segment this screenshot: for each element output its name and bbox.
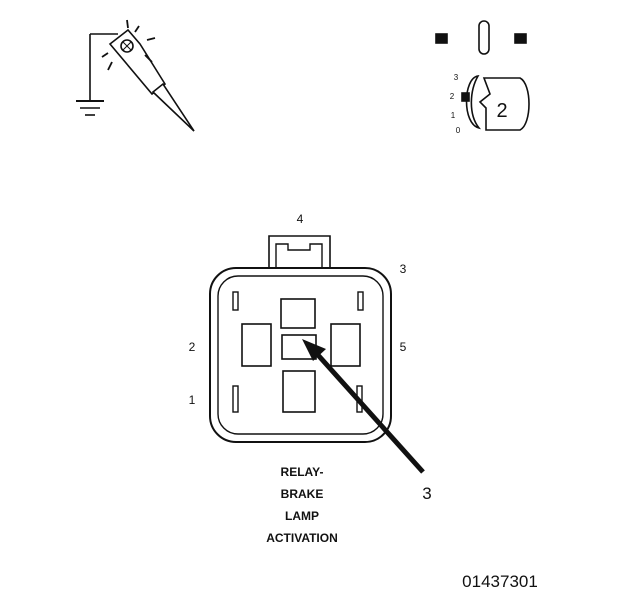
cavity-label-4: 4	[297, 212, 304, 226]
ignition-position-0: 0	[456, 126, 461, 135]
ignition-switch-icon	[435, 20, 530, 131]
cavity-label-5: 5	[400, 340, 407, 354]
ignition-position-1: 1	[451, 111, 456, 120]
key-cylinder	[465, 74, 482, 130]
test-light-icon	[76, 19, 195, 132]
title-line-2: BRAKE	[281, 487, 324, 501]
cavity-5-right	[330, 323, 361, 367]
cavity-label-3: 3	[400, 262, 407, 276]
corner-slot-bottom-left	[232, 385, 239, 413]
title-line-4: ACTIVATION	[266, 531, 338, 545]
ignition-key-icon	[478, 77, 530, 131]
ignition-contact-left	[435, 33, 448, 44]
cavity-label-2: 2	[189, 340, 196, 354]
relay-connector	[209, 235, 392, 443]
ignition-position-3: 3	[454, 73, 459, 82]
key-position-marker	[461, 92, 470, 102]
light-rays-icon	[101, 19, 156, 71]
connector-housing-inner	[217, 275, 384, 435]
connector-housing-outer	[209, 267, 392, 443]
ground-symbol-icon	[76, 100, 104, 116]
title-line-3: LAMP	[285, 509, 319, 523]
connector-lock-tab	[268, 235, 331, 270]
probe-tip	[151, 82, 195, 132]
cavity-2-left	[241, 323, 272, 367]
ignition-key-position-label: 2	[496, 100, 507, 122]
probe-body	[108, 28, 167, 96]
figure-number: 01437301	[462, 572, 538, 591]
callout-3: 3	[422, 484, 431, 503]
ignition-position-2: 2	[450, 92, 455, 101]
corner-slot-top-left	[232, 291, 239, 311]
corner-slot-top-right	[357, 291, 364, 311]
ground-lead	[89, 33, 118, 100]
ignition-position-labels: 3 2 1 0	[450, 73, 461, 135]
cavity-4-top	[280, 298, 316, 329]
cavity-label-1: 1	[189, 393, 196, 407]
ignition-contact-right	[514, 33, 527, 44]
connector-title: RELAY- BRAKE LAMP ACTIVATION	[266, 465, 338, 545]
ignition-slot	[478, 20, 490, 55]
cavity-1-bottom	[282, 370, 316, 413]
title-line-1: RELAY-	[281, 465, 324, 479]
probe-arrow	[302, 339, 425, 474]
